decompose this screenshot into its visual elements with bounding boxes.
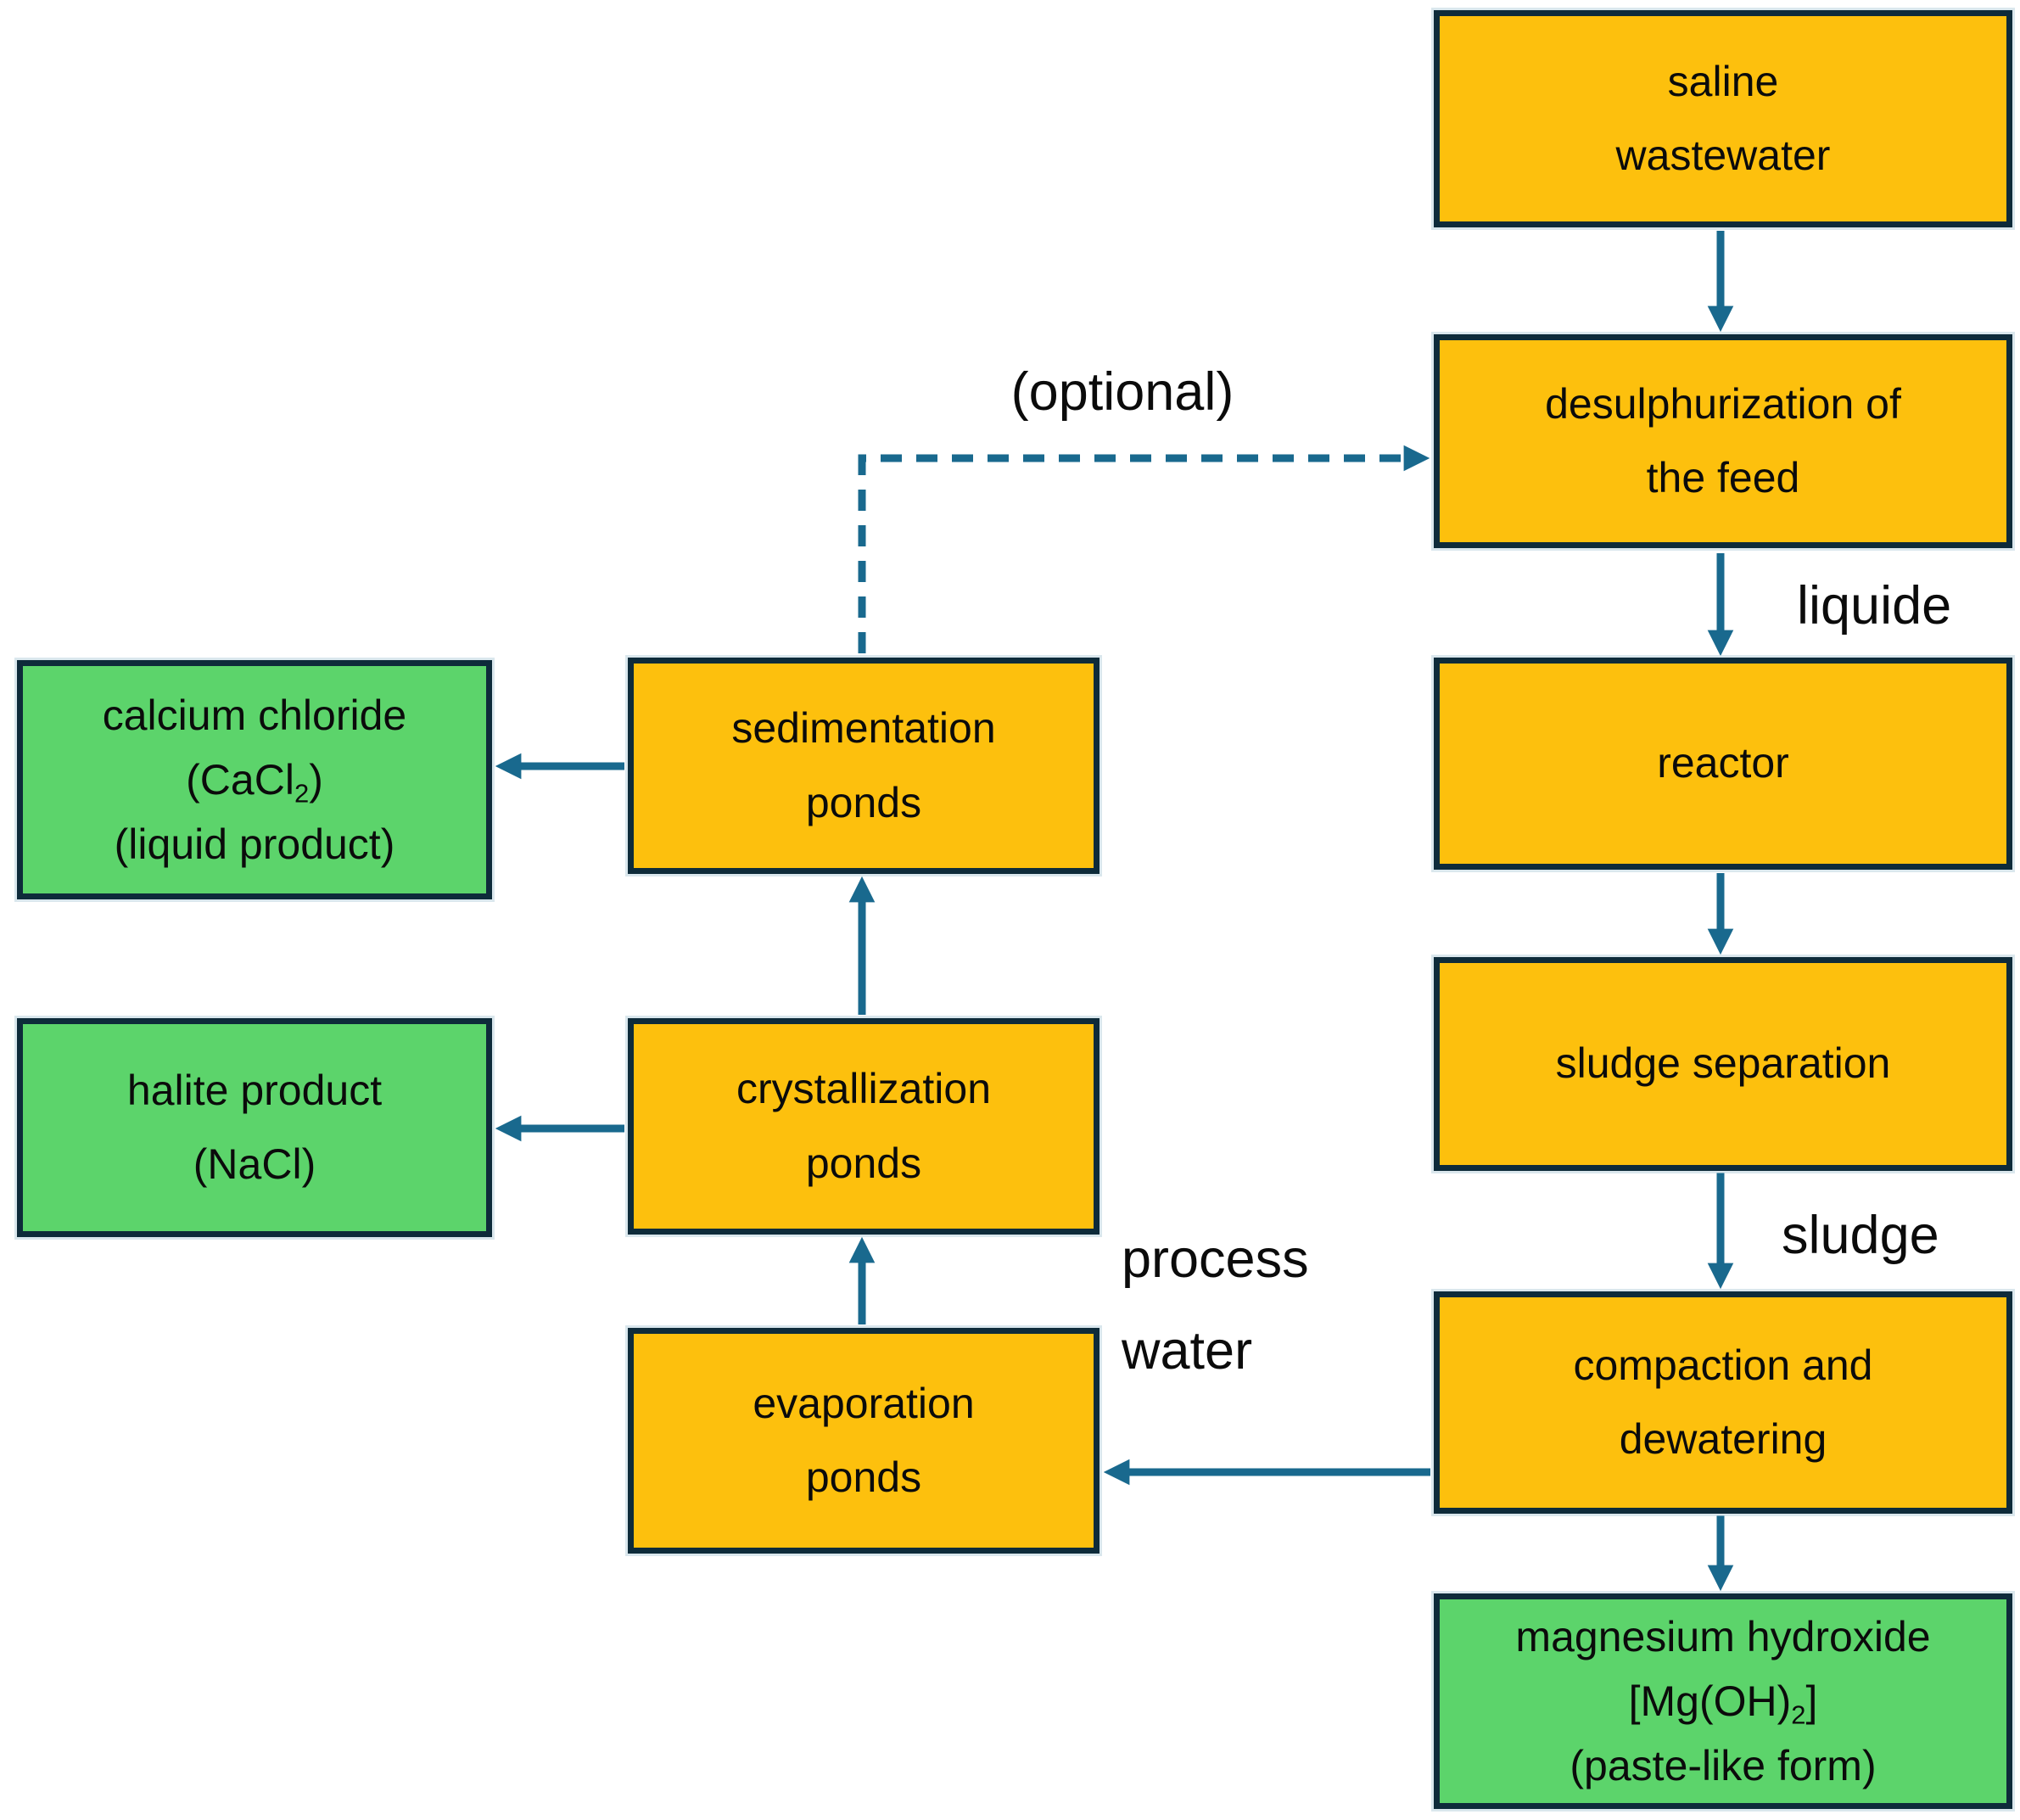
node-text-line: reactor: [1657, 739, 1789, 787]
node-text-line: magnesium hydroxide: [1515, 1613, 1931, 1660]
node-text-line: ponds: [805, 1453, 922, 1501]
node-text-line: evaporation: [753, 1379, 975, 1427]
label-process-water-line: water: [1122, 1321, 1253, 1381]
node-text-line: (NaCl): [193, 1140, 316, 1188]
node-magnesium-hydroxide: magnesium hydroxide [Mg(OH)2] (paste-lik…: [1434, 1593, 2012, 1809]
node-text-line: crystallization: [736, 1065, 992, 1112]
node-saline-wastewater: saline wastewater: [1434, 10, 2012, 227]
arrow-optional-sedimentation-to-desulphurization: [858, 445, 1430, 653]
node-text-line: sludge separation: [1555, 1039, 1891, 1088]
node-evaporation-ponds: evaporation ponds: [628, 1328, 1100, 1554]
node-text-line: the feed: [1646, 454, 1800, 501]
node-sedimentation-ponds: sedimentation ponds: [628, 658, 1100, 874]
node-sludge-separation: sludge separation: [1434, 957, 2012, 1171]
node-text-formula: [Mg(OH)2]: [1628, 1677, 1818, 1730]
node-text-line: dewatering: [1619, 1415, 1827, 1463]
node-calcium-chloride: calcium chloride (CaCl2) (liquid product…: [17, 660, 492, 899]
label-sludge: sludge: [1782, 1206, 1939, 1265]
node-text-line: halite product: [126, 1066, 383, 1114]
label-process-water: process water: [1122, 1213, 1309, 1397]
node-text-line: ponds: [805, 1139, 922, 1187]
subscript: 2: [294, 778, 310, 809]
node-text-formula: (CaCl2): [186, 756, 323, 809]
subscript: 2: [1791, 1700, 1806, 1730]
node-text-line: (liquid product): [114, 820, 395, 868]
node-compaction-and-dewatering: compaction and dewatering: [1434, 1291, 2012, 1514]
node-reactor: reactor: [1434, 658, 2012, 870]
node-text-line: compaction and: [1573, 1341, 1873, 1389]
node-text-line: saline: [1667, 57, 1779, 105]
node-halite-product: halite product (NaCl): [17, 1018, 492, 1237]
label-liquide: liquide: [1797, 576, 1952, 636]
node-text-line: sedimentation: [731, 704, 996, 752]
node-desulphurization-of-the-feed: desulphurization of the feed: [1434, 334, 2012, 548]
node-text-line: calcium chloride: [102, 692, 407, 739]
node-text-line: (paste-like form): [1570, 1742, 1877, 1789]
label-process-water-line: process: [1122, 1229, 1309, 1289]
node-text-line: ponds: [805, 778, 922, 826]
label-optional: (optional): [1010, 362, 1234, 422]
node-text-line: desulphurization of: [1545, 379, 1901, 428]
node-text-line: wastewater: [1615, 132, 1831, 179]
node-crystallization-ponds: crystallization ponds: [628, 1018, 1100, 1235]
